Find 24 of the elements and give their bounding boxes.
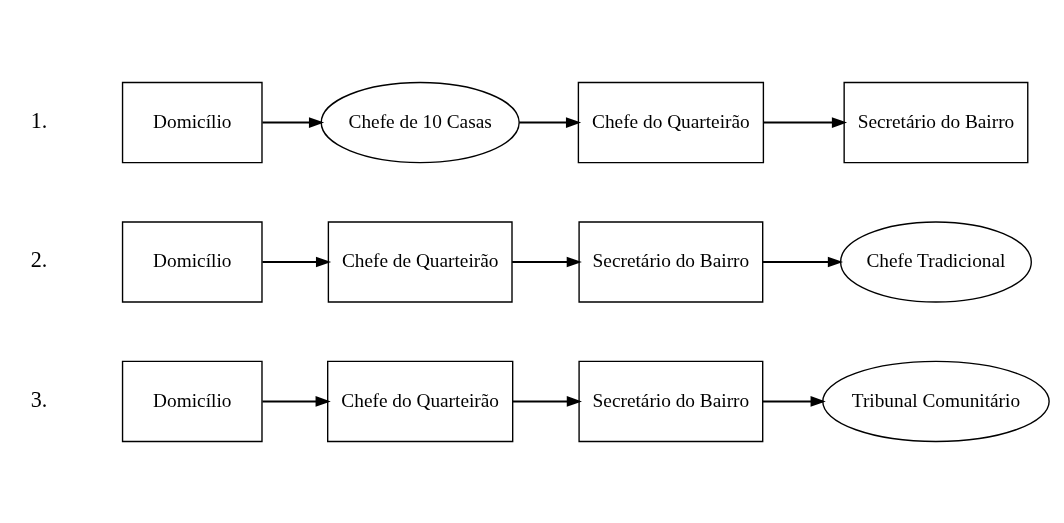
node-box: Domicílio [121,360,263,442]
node-ellipse: Chefe Tradicional [839,220,1032,303]
node-box: Secretário do Bairro [578,220,764,303]
label: 2. [30,246,48,272]
label: 3. [30,386,48,412]
arrow [512,395,582,407]
node-ellipse: Chefe de 10 Casas [320,81,520,163]
arrow [512,256,582,267]
label: 1. [30,107,48,133]
node-box: Chefe do Quarteirão [327,360,514,442]
arrow [763,116,848,128]
node-box: Secretário do Bairro [843,81,1029,163]
arrow [762,395,826,407]
node-box: Chefe de Quarteirão [327,220,513,303]
arrow [519,116,582,128]
arrow [262,116,325,128]
node-box: Secretário do Bairro [578,360,764,442]
arrow [262,395,331,407]
arrow [762,256,844,267]
node-box: Chefe do Quarteirão [577,81,765,163]
node-box: Domicílio [121,81,263,163]
node-ellipse: Tribunal Comunitário [822,360,1050,442]
node-box: Domicílio [121,220,263,303]
arrow [262,256,332,267]
